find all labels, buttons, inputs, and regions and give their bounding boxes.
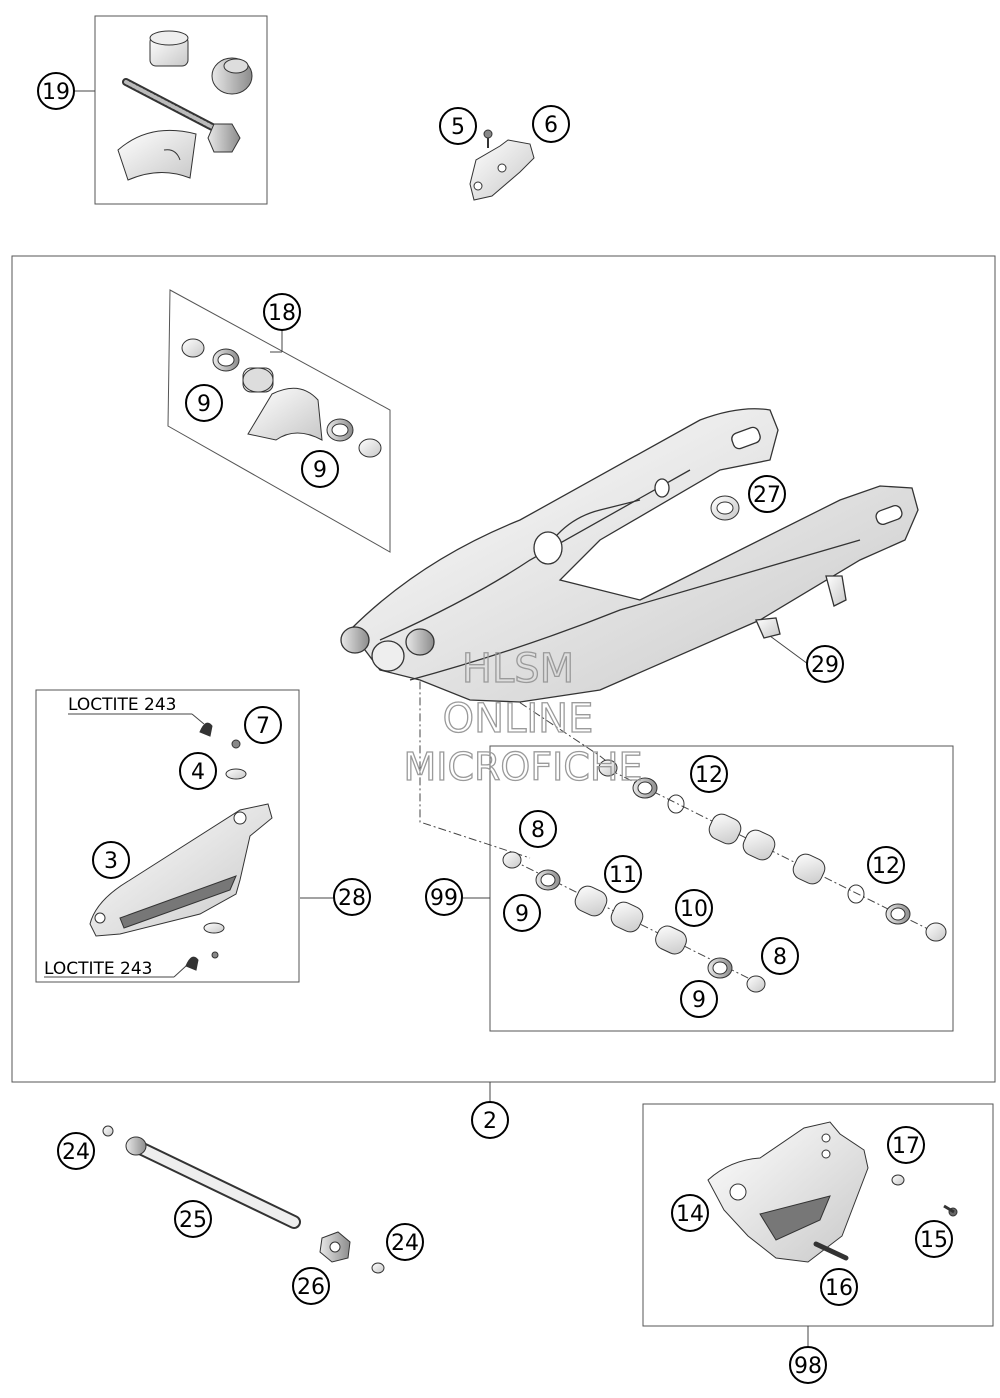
svg-text:7: 7 — [256, 714, 270, 739]
bushing-part — [149, 30, 189, 67]
callout-11[interactable]: 11 — [604, 855, 642, 893]
svg-text:8: 8 — [531, 818, 545, 843]
callout-8-upper[interactable]: 8 — [519, 810, 557, 848]
callout-19[interactable]: 19 — [37, 72, 75, 110]
svg-text:9: 9 — [313, 458, 327, 483]
svg-text:3: 3 — [104, 849, 118, 874]
callout-12-upper[interactable]: 12 — [690, 755, 728, 793]
svg-text:24: 24 — [62, 1140, 90, 1165]
callout-17[interactable]: 17 — [887, 1126, 925, 1164]
svg-text:29: 29 — [811, 653, 839, 678]
callout-29[interactable]: 29 — [806, 645, 844, 683]
svg-text:12: 12 — [872, 854, 900, 879]
callout-3[interactable]: 3 — [92, 841, 130, 879]
callout-25[interactable]: 25 — [174, 1200, 212, 1238]
axle-parts — [102, 1125, 385, 1274]
callout-98[interactable]: 98 — [789, 1346, 827, 1384]
callout-4[interactable]: 4 — [179, 752, 217, 790]
callout-9-kit18[interactable]: 9 — [301, 450, 339, 488]
kit-99-bearing-parts — [502, 759, 947, 993]
long-bolt-part — [122, 78, 241, 153]
callout-7[interactable]: 7 — [244, 706, 282, 744]
callout-8-lower[interactable]: 8 — [761, 937, 799, 975]
svg-text:98: 98 — [794, 1354, 822, 1379]
callout-27[interactable]: 27 — [748, 475, 786, 513]
callout-15[interactable]: 15 — [915, 1220, 953, 1258]
svg-text:6: 6 — [544, 113, 558, 138]
svg-text:10: 10 — [680, 897, 708, 922]
callout-99[interactable]: 99 — [425, 878, 463, 916]
svg-text:14: 14 — [676, 1202, 704, 1227]
svg-text:8: 8 — [773, 945, 787, 970]
callout-26[interactable]: 26 — [292, 1267, 330, 1305]
small-screw-part — [483, 129, 493, 148]
half-shell-clamp-part — [117, 129, 197, 181]
loctite-label-bottom: LOCTITE 243 — [44, 959, 153, 979]
kit-28-frame — [35, 689, 300, 983]
callout-14[interactable]: 14 — [671, 1194, 709, 1232]
svg-text:18: 18 — [268, 301, 296, 326]
svg-text:19: 19 — [42, 80, 70, 105]
svg-text:27: 27 — [753, 483, 781, 508]
svg-text:4: 4 — [191, 760, 205, 785]
callout-18[interactable]: 18 — [263, 293, 301, 331]
svg-text:11: 11 — [609, 863, 637, 888]
kit-18-parts — [181, 338, 382, 458]
svg-text:5: 5 — [451, 115, 465, 140]
bearing-ring-part — [211, 57, 253, 95]
callout-24-left[interactable]: 24 — [57, 1132, 95, 1170]
chain-guide-parts — [707, 1121, 958, 1263]
svg-text:16: 16 — [825, 1276, 853, 1301]
chain-slider-block-part — [469, 139, 535, 201]
svg-text:9: 9 — [515, 902, 529, 927]
watermark-line3: MICROFICHE — [403, 745, 642, 789]
callout-9-upper[interactable]: 9 — [185, 384, 223, 422]
svg-text:17: 17 — [892, 1134, 920, 1159]
svg-text:25: 25 — [179, 1208, 207, 1233]
callout-6[interactable]: 6 — [532, 105, 570, 143]
callout-24-right[interactable]: 24 — [386, 1223, 424, 1261]
swingarm-frame — [11, 255, 996, 1083]
callouts: 19 5 6 18 9 9 27 29 7 4 3 28 12 8 11 99 … — [37, 72, 953, 1384]
callout-9-kit99-left[interactable]: 9 — [503, 894, 541, 932]
callout-2[interactable]: 2 — [471, 1101, 509, 1139]
swingarm-part — [340, 408, 919, 703]
callout-28[interactable]: 28 — [333, 878, 371, 916]
loctite-label-top: LOCTITE 243 — [68, 695, 177, 715]
callout-5[interactable]: 5 — [439, 107, 477, 145]
kit-18-frame — [167, 289, 391, 553]
kit-98-frame — [642, 1103, 994, 1327]
chain-guide-mount-ring-part — [710, 495, 740, 521]
svg-text:26: 26 — [297, 1275, 325, 1300]
callout-12-lower[interactable]: 12 — [867, 846, 905, 884]
svg-text:15: 15 — [920, 1228, 948, 1253]
svg-text:9: 9 — [692, 988, 706, 1013]
kit-19-frame — [94, 15, 268, 205]
kit-99-frame — [489, 745, 954, 1032]
svg-text:99: 99 — [430, 886, 458, 911]
svg-text:24: 24 — [391, 1231, 419, 1256]
svg-text:28: 28 — [338, 886, 366, 911]
callout-16[interactable]: 16 — [820, 1268, 858, 1306]
callout-9-kit99-bottom[interactable]: 9 — [680, 980, 718, 1018]
watermark-line2: ONLINE — [443, 696, 594, 742]
callout-10[interactable]: 10 — [675, 889, 713, 927]
svg-text:2: 2 — [483, 1109, 497, 1134]
svg-text:12: 12 — [695, 763, 723, 788]
watermark-line1: HLSM — [462, 646, 574, 692]
svg-text:9: 9 — [197, 392, 211, 417]
chain-slider-part — [89, 722, 273, 971]
